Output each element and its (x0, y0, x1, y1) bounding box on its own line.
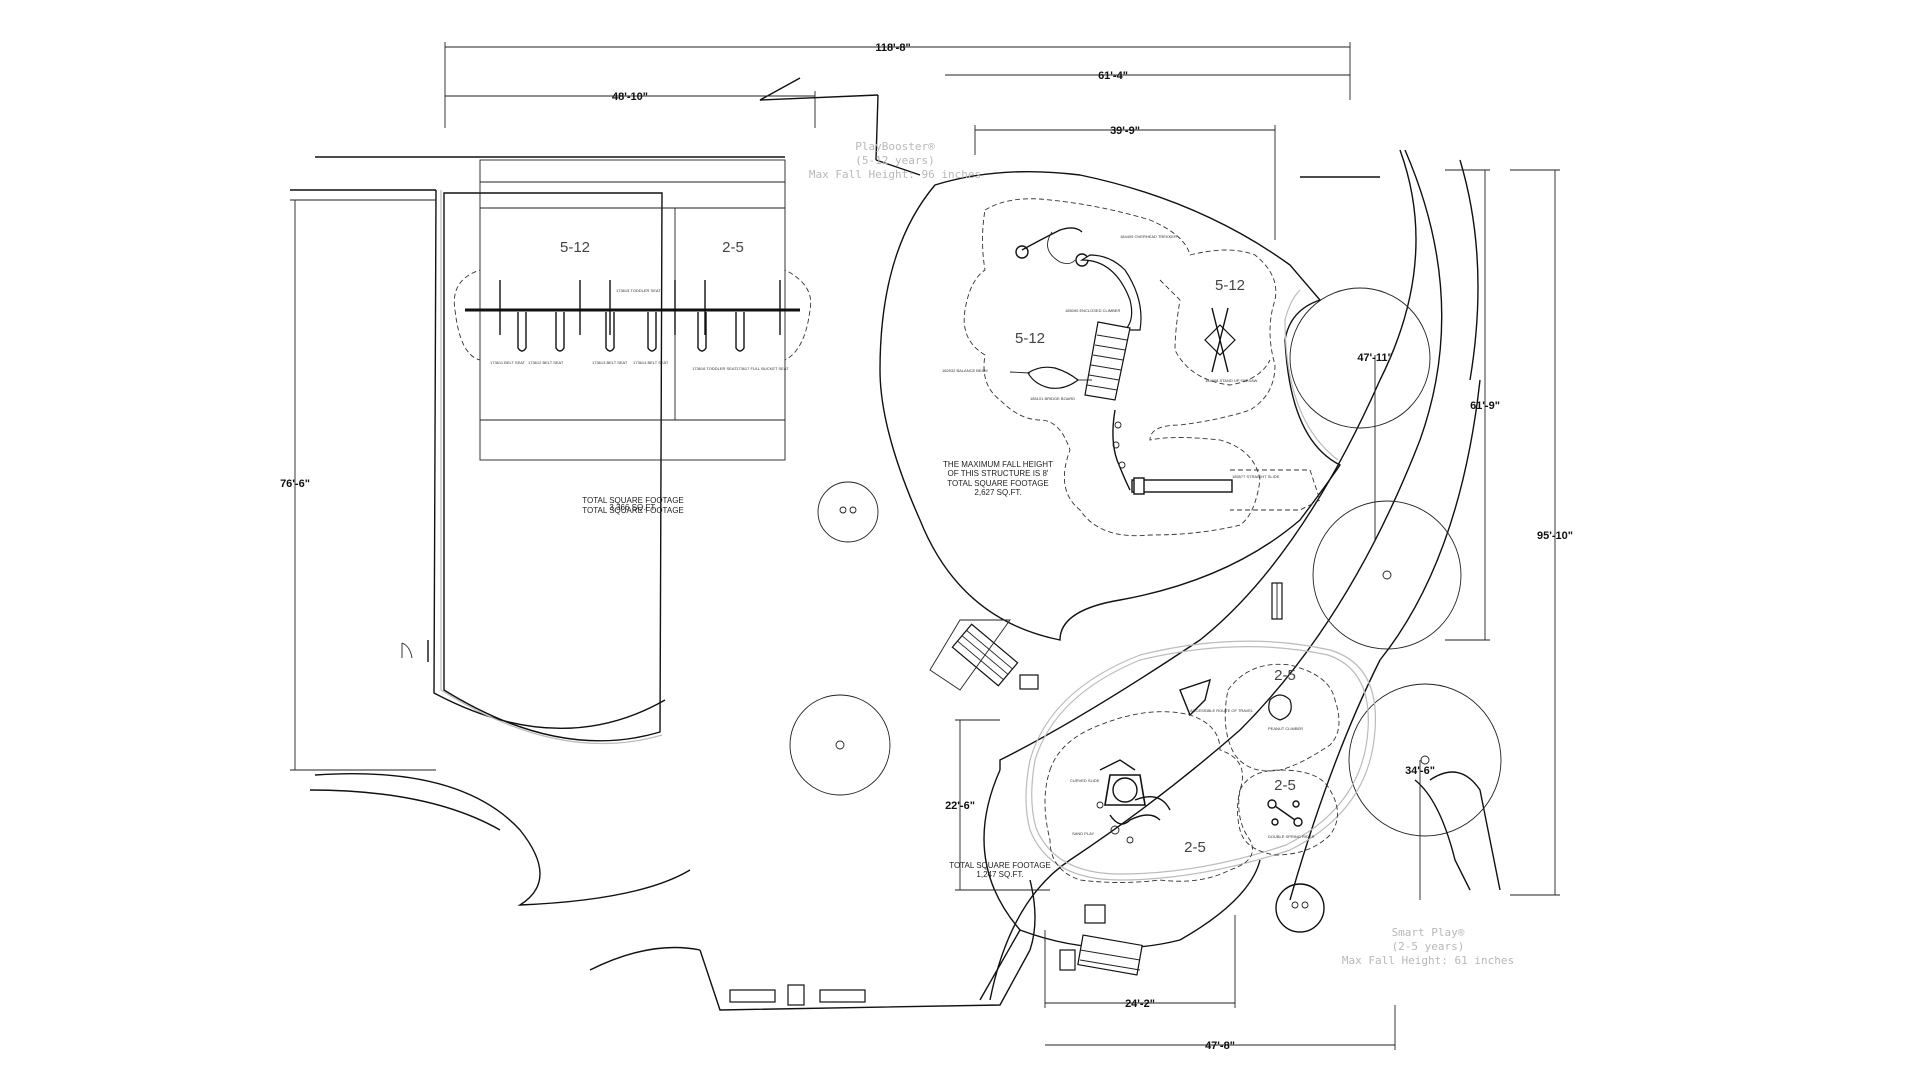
overall-width-label: 118'-8" (875, 42, 910, 54)
swing-label-5: 173615 TODDLER SEAT (616, 288, 661, 293)
tree-2 (789, 694, 891, 796)
tree-5 (1348, 683, 1502, 837)
tower-footage-label: TOTAL SQUARE FOOTAGE (947, 479, 1049, 488)
trees (789, 287, 1502, 933)
swing-footage-label: TOTAL SQUARE FOOTAGE (582, 496, 684, 505)
product-labels: PlayBooster® (5-12 years) Max Fall Heigh… (809, 140, 1514, 967)
tower-fall-note-1: THE MAXIMUM FALL HEIGHT (943, 460, 1053, 469)
smart-label-3: PEANUT CLIMBER (1268, 726, 1303, 731)
site-furniture (729, 582, 1283, 1006)
site-boundaries (290, 77, 1501, 1011)
swing-label-4: 173614 BELT SEAT (633, 360, 669, 365)
smartplay-name: Smart Play® (1392, 926, 1465, 939)
swing-seats (517, 312, 745, 352)
left-height-label: 76'-6" (280, 478, 310, 490)
swing-label-2: 173612 BELT SEAT (528, 360, 564, 365)
tower-label-3: 182532 BALANCE BEAM (942, 368, 988, 373)
total-height-label: 95'-10" (1537, 530, 1573, 542)
tower-footage-value: 2,627 SQ.FT. (974, 488, 1021, 497)
tree-offset-label: 47'-11" (1357, 352, 1392, 364)
tower-zone-a: 5-12 (1015, 330, 1045, 347)
swing-zone-b: 2-5 (722, 239, 744, 256)
smart-zone-c: 2-5 (1184, 839, 1206, 856)
smartplay-ages: (2-5 years) (1392, 940, 1465, 953)
smart-height-label: 22'-6" (945, 800, 975, 812)
tower-width-label: 39'-9" (1110, 125, 1140, 137)
tower-label-5: 184908 STAND UP SEESAW (1205, 378, 1258, 383)
tree-4 (1312, 500, 1462, 650)
right-height-label: 61'-9" (1470, 400, 1500, 412)
playbooster-name: PlayBooster® (855, 140, 935, 153)
swing-label-1: 173611 BELT SEAT (490, 360, 526, 365)
swing-label-6: 173616 TODDLER SEAT (692, 366, 737, 371)
smart-label-4: CURVED SLIDE (1070, 778, 1100, 783)
smart-label-1: ACCESSIBLE ROUTE OF TRAVEL (1190, 708, 1254, 713)
swing-posts (499, 280, 781, 335)
dimension-lines (290, 42, 1560, 1050)
swing-label-3: 173613 BELT SEAT (592, 360, 628, 365)
smart-play-area: 2-5 2-5 2-5 ACCESSIBLE ROUTE OF TRAVEL D… (949, 640, 1377, 883)
wheelchair-space-1 (1019, 674, 1039, 690)
tower-label-2: 185090 ENCLOSED CLIMBER (1065, 308, 1120, 313)
swing-label-7: 173617 FULL BUCKET SEAT (736, 366, 789, 371)
swing-footage-value: 3,366 SQ.FT. (609, 503, 656, 512)
smart-label-2: DOUBLE SPRING RIDER (1268, 834, 1315, 839)
tree-3 (1289, 287, 1431, 429)
bench-group-2 (1059, 904, 1143, 976)
tower-label-1: 184409 OVERHEAD TREKKER (1120, 234, 1177, 239)
tower-label-4: 185101 BRIDGE BOARD (1030, 396, 1075, 401)
playbooster-fall: Max Fall Height: 96 inches (809, 168, 981, 181)
smartplay-fall: Max Fall Height: 61 inches (1342, 954, 1514, 967)
smart-zone-a: 2-5 (1274, 667, 1296, 684)
right-width-label: 61'-4" (1098, 70, 1128, 82)
smart-label-5: SAND PLAY (1072, 831, 1094, 836)
tree-1 (817, 481, 879, 543)
tower-zone-b: 5-12 (1215, 277, 1245, 294)
playbooster-ages: (5-12 years) (855, 154, 934, 167)
swing-zone-a: 5-12 (560, 239, 590, 256)
dimension-labels: 118'-8" 48'-10" 61'-4" 39'-9" 76'-6" 47'… (280, 42, 1573, 1052)
smart-offset-label: 34'-6" (1405, 765, 1435, 777)
tree-6 (1275, 883, 1325, 933)
tower-equipment (1009, 227, 1236, 495)
swing-area: 5-12 2-5 173611 BELT SEAT 173612 BELT SE… (401, 159, 812, 745)
bench-group-3 (729, 984, 866, 1006)
tower-label-6: 185577 STRAIGHT SLIDE (1232, 474, 1280, 479)
swing-width-label: 48'-10" (612, 91, 648, 103)
smart-equipment (1096, 678, 1303, 844)
swing-footage-overlay: TOTAL SQUARE FOOTAGE (582, 506, 684, 515)
smart-footage-value: 1,247 SQ.FT. (976, 870, 1023, 879)
bottom-width-a-label: 24'-2" (1125, 998, 1155, 1010)
smart-footage-label: TOTAL SQUARE FOOTAGE (949, 861, 1051, 870)
tower-fall-note-2: OF THIS STRUCTURE IS 8' (948, 469, 1049, 478)
bottom-width-b-label: 47'-8" (1205, 1040, 1235, 1052)
smart-zone-b: 2-5 (1274, 777, 1296, 794)
tower-area: 5-12 5-12 184409 OVERHEAD TREKKER 185090… (879, 170, 1342, 641)
